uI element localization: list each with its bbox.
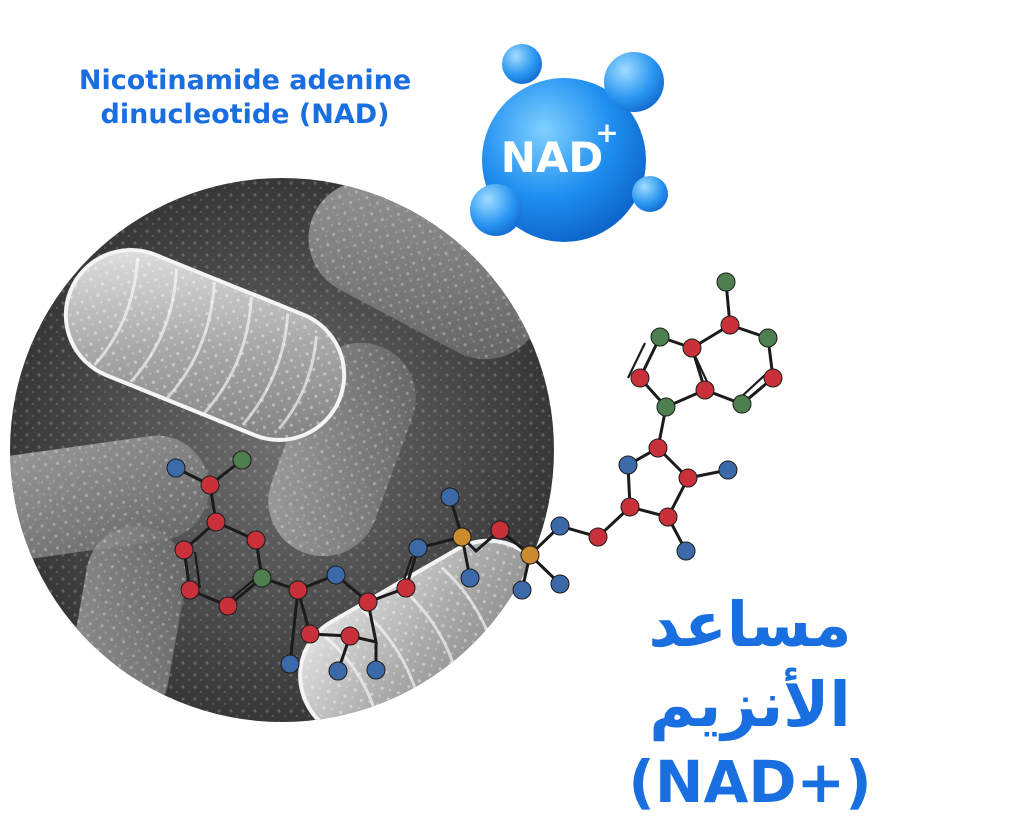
arabic-heading: مساعد الأنزيم (NAD+) (540, 585, 960, 819)
badge-text: NAD (501, 133, 604, 182)
molecule-atoms (166, 272, 783, 681)
illustration-canvas: NAD + (10, 44, 783, 722)
arabic-heading-text: مساعد الأنزيم (648, 588, 852, 741)
english-heading-line-2: dinucleotide (NAD) (100, 99, 390, 130)
mitochondria-micrograph (10, 178, 554, 722)
arabic-heading-symbol: (NAD+) (628, 748, 872, 816)
badge-superscript: + (595, 116, 618, 149)
nad-molecule-badge-icon: NAD + (470, 44, 668, 242)
mitochondrion-front-top (63, 248, 347, 442)
english-heading-line-1: Nicotinamide adenine (78, 65, 412, 96)
mitochondrion-back-right (308, 181, 543, 360)
english-heading: Nicotinamide adenine dinucleotide (NAD) (40, 64, 450, 132)
